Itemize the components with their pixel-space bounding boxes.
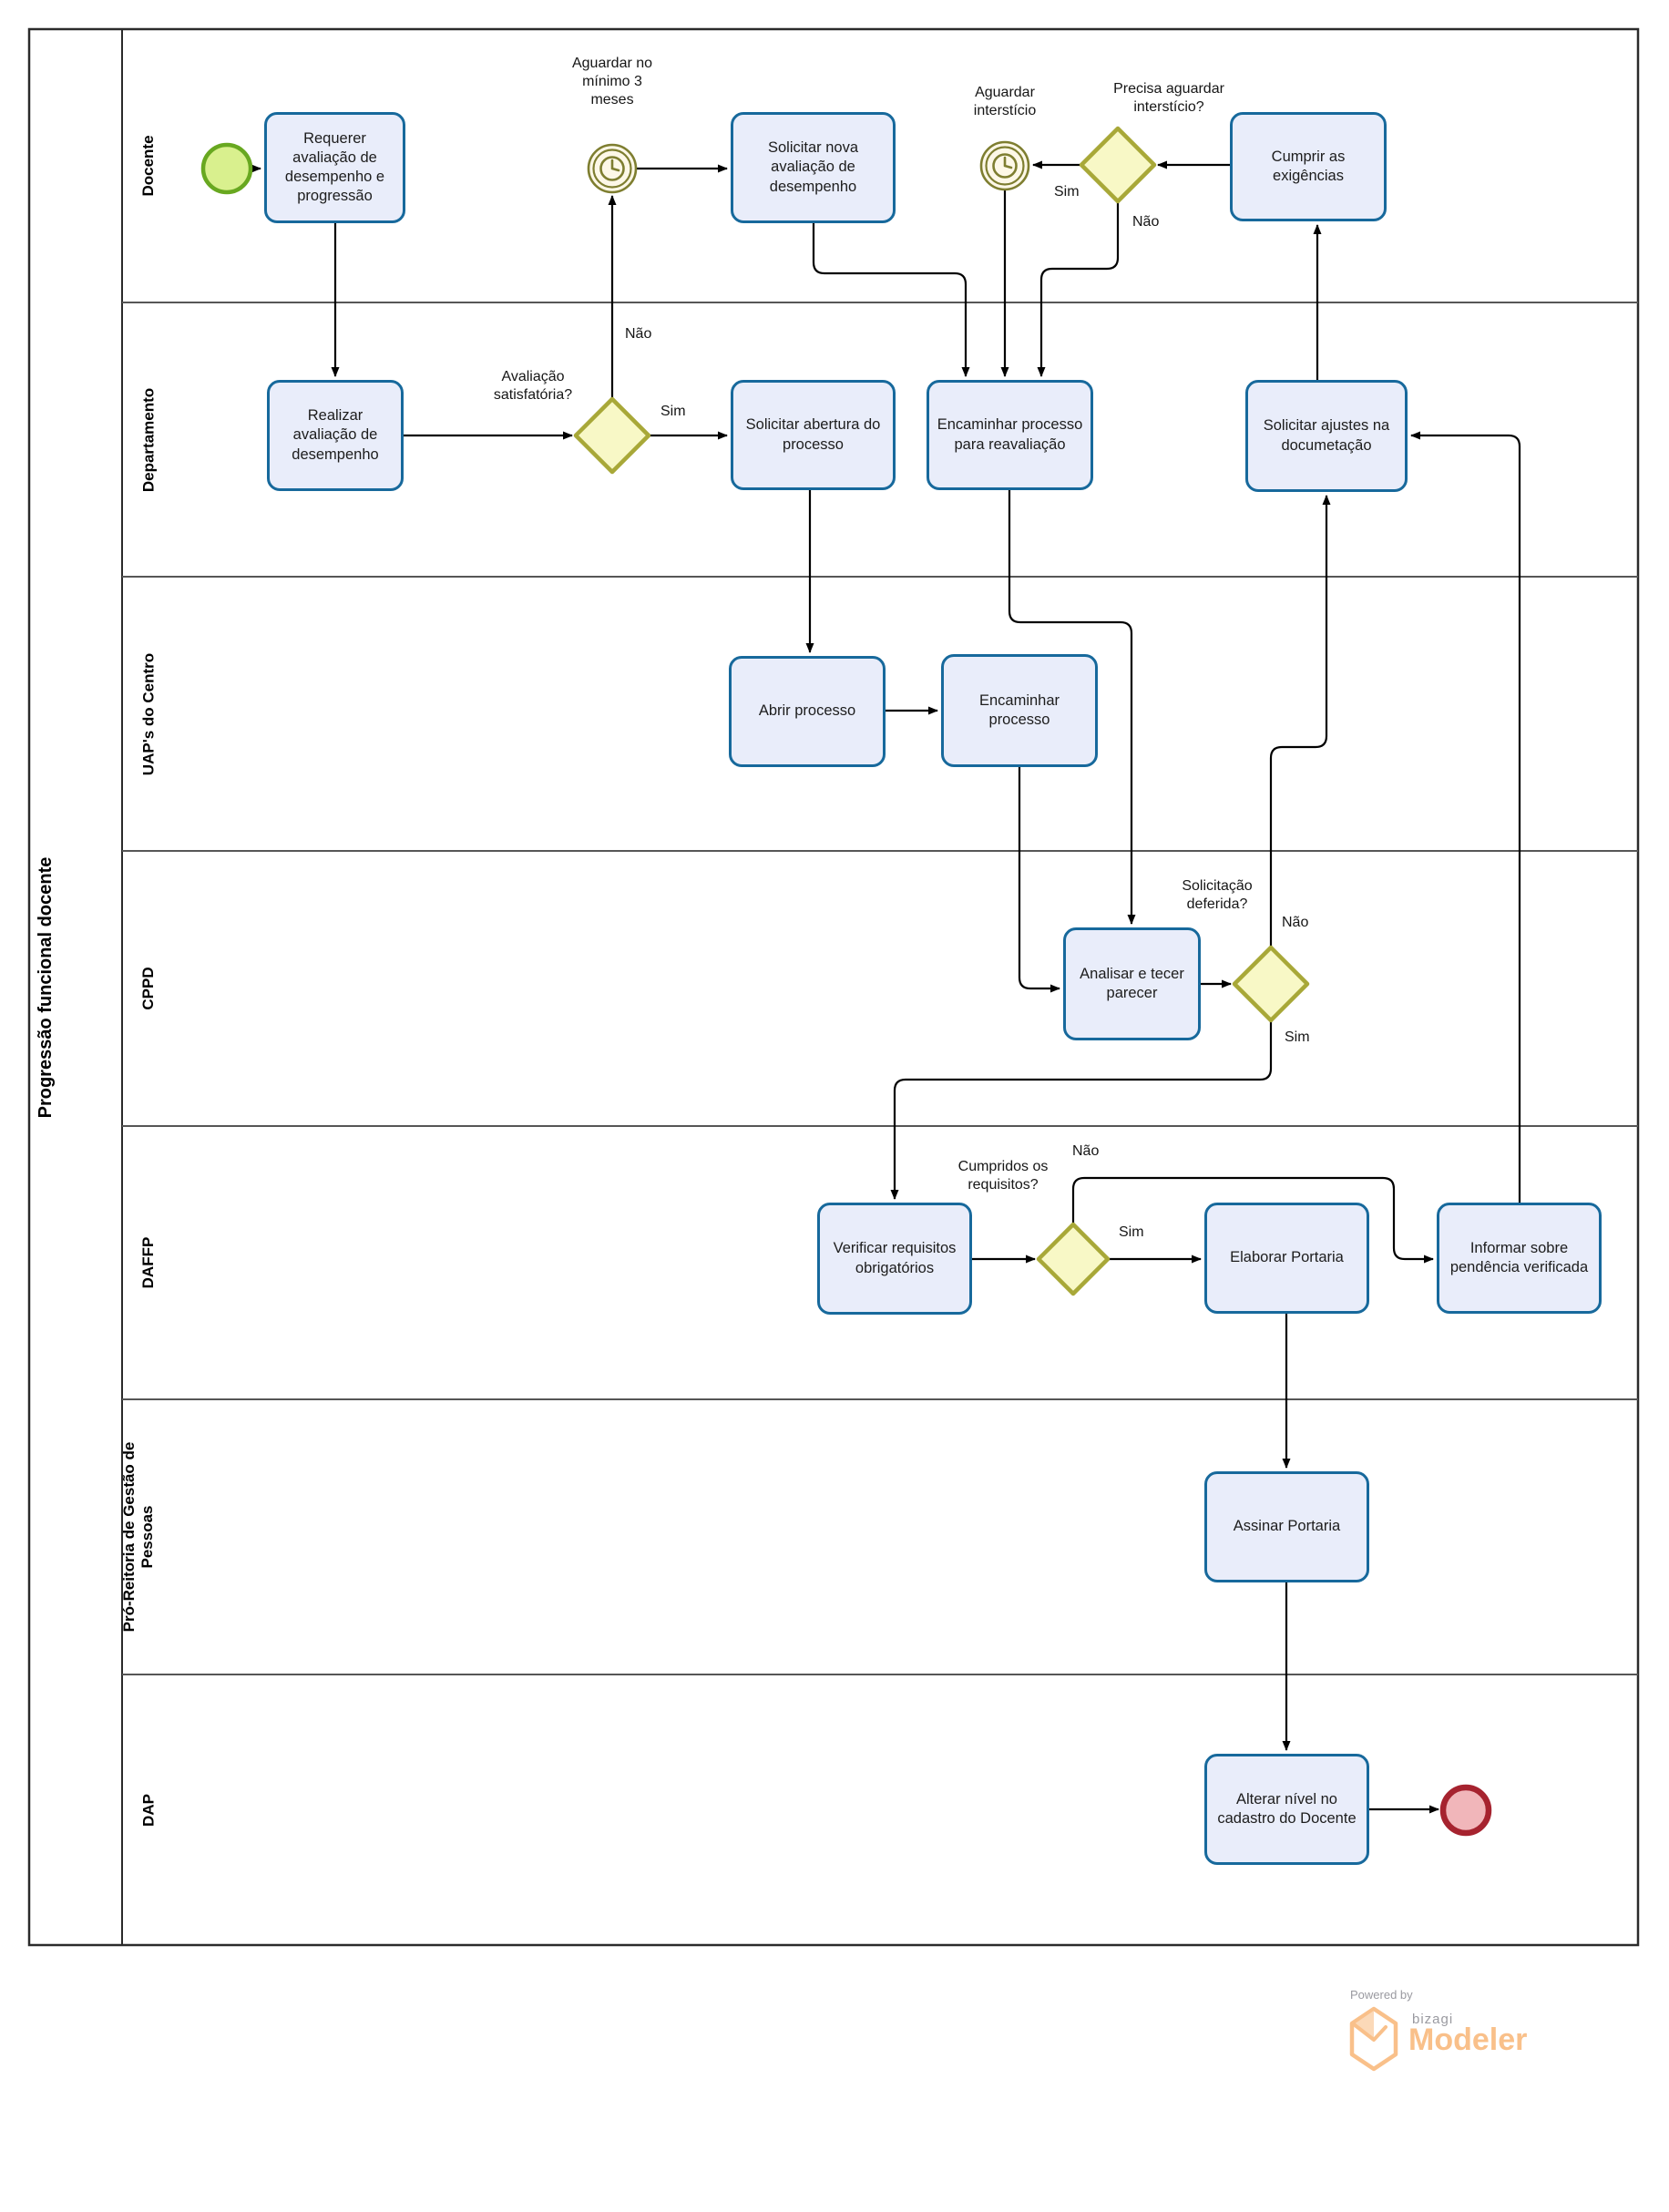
task-solicitar-abertura: Solicitar abertura do processo xyxy=(731,380,896,490)
gateway2-nao-label: Não xyxy=(1132,214,1160,230)
task-analisar-parecer: Analisar e tecer parecer xyxy=(1063,927,1201,1040)
flow-informar-to-ajustes xyxy=(1410,431,1521,1203)
lane-label-docente: Docente xyxy=(138,135,157,197)
powered-by-text: Powered by xyxy=(1350,1988,1413,2002)
pool-border xyxy=(27,27,1640,1947)
lane-label-dap: DAP xyxy=(138,1793,157,1827)
gateway1-label: Avaliação satisfatória? xyxy=(493,369,573,403)
gateway3-label: Solicitação deferida? xyxy=(1182,878,1253,912)
gateway2-sim-label: Sim xyxy=(1054,184,1080,200)
flow-gw3-nao-to-ajustes xyxy=(1269,495,1331,947)
modeler-product-text: Modeler xyxy=(1408,2023,1528,2057)
gateway-solicitacao-deferida xyxy=(1232,945,1310,1023)
flow-encaminhar-to-analisar xyxy=(1018,767,1060,993)
task-solicitar-ajustes: Solicitar ajustes na documetação xyxy=(1245,380,1408,492)
start-event xyxy=(200,142,253,195)
lane-label-pro-reitoria: Pró-Reitoria de Gestão de Pessoas xyxy=(119,1441,156,1633)
bizagi-modeler-footer: Powered by bizagi Modeler xyxy=(1346,1986,1583,2077)
gateway-precisa-aguardar-intersticio xyxy=(1079,126,1157,204)
sequence-flows xyxy=(251,160,1521,1814)
lane-label-departamento: Departamento xyxy=(138,387,157,492)
gateway4-label: Cumpridos os requisitos? xyxy=(957,1159,1049,1193)
task-cumprir-exigencias: Cumprir as exigências xyxy=(1230,112,1387,221)
lane-label-daffp: DAFFP xyxy=(138,1236,157,1289)
gateway3-sim-label: Sim xyxy=(1285,1029,1310,1045)
task-alterar-nivel: Alterar nível no cadastro do Docente xyxy=(1204,1754,1369,1865)
task-solicitar-nova-avaliacao: Solicitar nova avaliação de desempenho xyxy=(731,112,896,223)
bizagi-logo-icon xyxy=(1349,2006,1398,2072)
flow-solicitar-nova-to-encaminhar-reav xyxy=(812,223,970,377)
task-encaminhar-reavaliacao: Encaminhar processo para reavaliação xyxy=(927,380,1093,490)
gateway2-label: Precisa aguardar interstício? xyxy=(1113,81,1224,115)
task-realizar-avaliacao: Realizar avaliação de desempenho xyxy=(267,380,404,491)
lane-label-cppd: CPPD xyxy=(138,967,157,1010)
task-abrir-processo: Abrir processo xyxy=(729,656,886,767)
gateway1-nao-label: Não xyxy=(625,326,652,342)
gateway4-sim-label: Sim xyxy=(1119,1224,1144,1240)
task-requerer-avaliacao: Requerer avaliação de desempenho e progr… xyxy=(264,112,405,223)
task-encaminhar-processo: Encaminhar processo xyxy=(941,654,1098,767)
gateway-avaliacao-satisfatoria xyxy=(573,396,651,475)
lane-label-uaps-do-centro: UAP's do Centro xyxy=(139,652,158,775)
timer1-label: Aguardar no mínimo 3 meses xyxy=(571,56,653,108)
end-event xyxy=(1439,1784,1492,1837)
timer2-label: Aguardar interstício xyxy=(973,85,1037,118)
timer-event-aguardar-3-meses xyxy=(587,143,638,194)
task-assinar-portaria: Assinar Portaria xyxy=(1204,1471,1369,1582)
flow-gw4-nao-to-informar xyxy=(1071,1176,1434,1264)
gateway-cumpridos-requisitos xyxy=(1036,1222,1111,1296)
gateway3-nao-label: Não xyxy=(1282,915,1309,930)
task-verificar-requisitos: Verificar requisitos obrigatórios xyxy=(817,1203,972,1315)
gateway1-sim-label: Sim xyxy=(660,404,686,419)
lane-dividers xyxy=(122,302,1638,1675)
timer-event-aguardar-intersticio xyxy=(979,140,1030,191)
flow-gw3-sim-to-verificar xyxy=(890,1020,1273,1200)
task-elaborar-portaria: Elaborar Portaria xyxy=(1204,1203,1369,1314)
task-informar-pendencia: Informar sobre pendência verificada xyxy=(1437,1203,1602,1314)
gateway4-nao-label: Não xyxy=(1072,1143,1100,1159)
bizagi-brand-text: bizagi xyxy=(1412,2012,1454,2027)
flow-gw2-nao-to-encaminhar-reav xyxy=(1037,202,1120,377)
flow-encaminhar-reav-to-analisar xyxy=(1008,490,1136,925)
pool-title: Progressão funcional docente xyxy=(35,856,56,1118)
